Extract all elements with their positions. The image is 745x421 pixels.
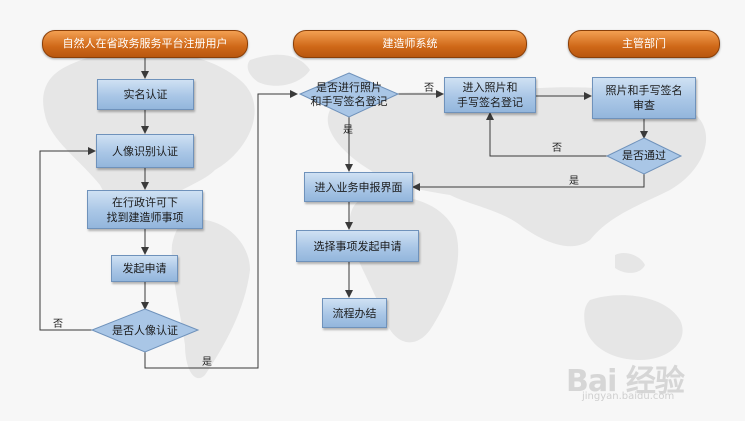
step-select-item: 选择事项发起申请 [296,230,419,262]
label-photo-check-no: 否 [424,83,434,94]
lane-applicant: 自然人在省政务服务平台注册用户 [42,30,248,58]
arrow-pass-check-no [486,112,607,157]
step-real-name: 实名认证 [97,79,194,110]
step-apply: 发起申请 [111,255,178,282]
label-face-check-no: 否 [53,319,63,330]
step-photo-register: 进入照片和 手写签名登记 [444,77,536,113]
label-pass-check-no: 否 [552,143,562,154]
label-pass-check-yes: 是 [569,176,579,187]
face-check-label: 是否人像认证 [112,323,178,337]
face-check-diamond [90,308,200,353]
pass-check-diamond [605,137,683,175]
arrow-face-check-yes [144,90,298,369]
baidu-watermark-logo: Bai 经验 [566,364,685,399]
lane-authority: 主管部门 [568,30,720,58]
label-face-check-yes: 是 [202,357,212,368]
step-photo-review: 照片和手写签名 审查 [592,77,696,119]
baidu-watermark-url: jingyan.baidu.com [582,391,675,402]
step-find-item: 在行政许可下 找到建造师事项 [87,190,203,229]
step-face-auth: 人像识别认证 [96,134,194,168]
step-finish: 流程办结 [322,298,387,328]
lane-engineer-system: 建造师系统 [293,30,527,58]
label-photo-check-yes: 是 [343,125,353,136]
step-business-page: 进入业务申报界面 [304,172,413,202]
arrow-face-check-no [39,147,96,331]
photo-check-label: 是否进行照片 和手写签名登记 [310,81,388,108]
arrow-pass-check-yes [412,172,645,191]
photo-check-diamond [298,72,400,118]
pass-check-label: 是否通过 [622,149,666,162]
